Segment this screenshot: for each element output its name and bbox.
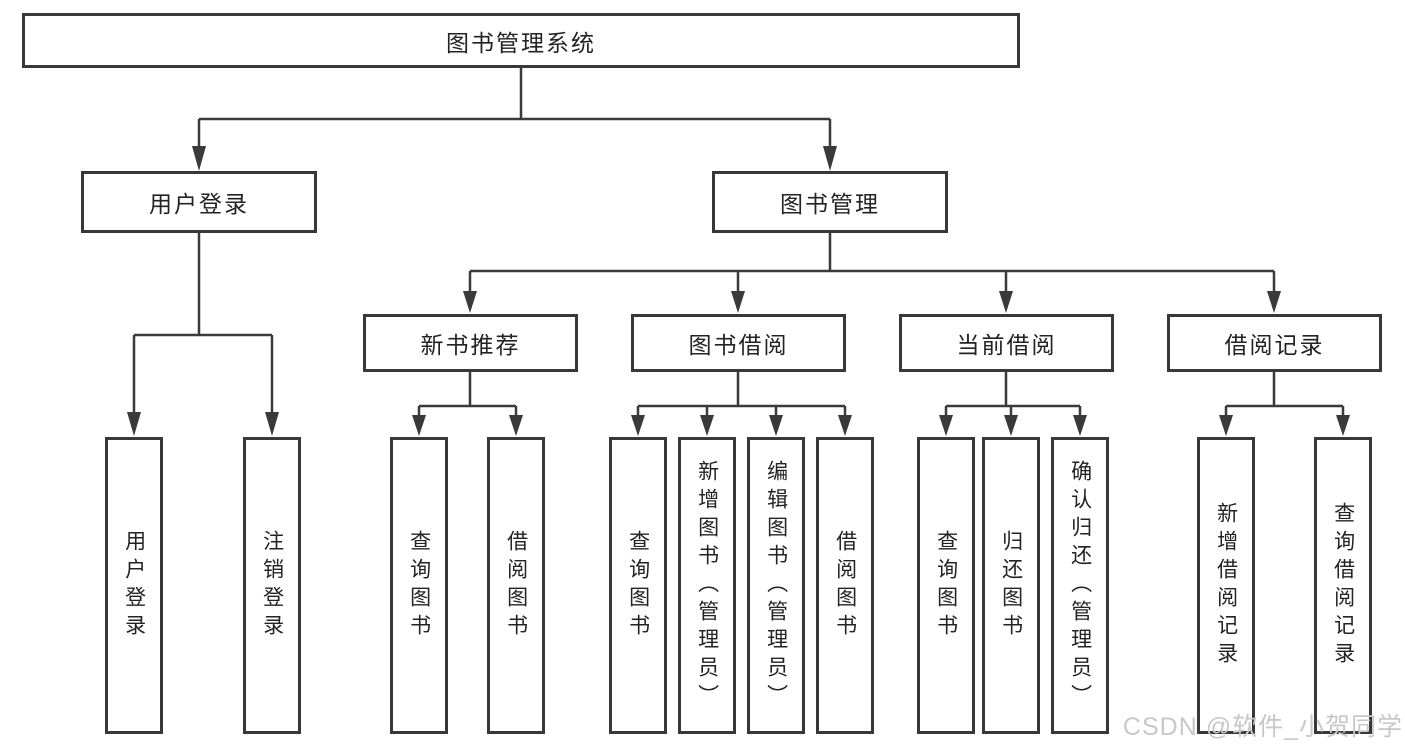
leaf-node-label: 用户登录 xyxy=(122,529,146,642)
arrowhead xyxy=(700,415,714,436)
module-node-label: 当前借阅 xyxy=(956,332,1057,358)
leaf-node-label: 借阅图书 xyxy=(504,529,528,642)
leaf-node-add-borrow-record: 新增借阅记录 xyxy=(1197,437,1255,734)
leaf-node-label: 新增借阅记录 xyxy=(1214,501,1238,670)
root-node-library-system: 图书管理系统 xyxy=(22,13,1020,68)
leaf-node-label: 查询借阅记录 xyxy=(1331,501,1355,670)
leaf-node-label: 确认归还（管理员） xyxy=(1068,459,1092,712)
leaf-node-query-borrow-record: 查询借阅记录 xyxy=(1314,437,1372,734)
arrowhead xyxy=(939,415,953,436)
module-node-current-borrowing: 当前借阅 xyxy=(899,314,1114,372)
arrowhead xyxy=(412,415,426,436)
arrowhead xyxy=(731,291,745,313)
leaf-node-borrow-books-1: 借阅图书 xyxy=(487,437,545,734)
arrowhead xyxy=(999,291,1013,313)
leaf-node-confirm-return-admin: 确认归还（管理员） xyxy=(1051,437,1109,734)
arrowhead xyxy=(838,415,852,436)
leaf-node-query-books-3: 查询图书 xyxy=(917,437,975,734)
leaf-node-label: 查询图书 xyxy=(626,529,650,642)
leaf-node-edit-books-admin: 编辑图书（管理员） xyxy=(747,437,805,734)
leaf-node-label: 编辑图书（管理员） xyxy=(764,459,788,712)
leaf-node-query-books-2: 查询图书 xyxy=(609,437,667,734)
branch-node-label: 用户登录 xyxy=(149,191,249,217)
arrowhead xyxy=(1267,291,1281,313)
leaf-node-label: 新增图书（管理员） xyxy=(695,459,719,712)
arrowhead xyxy=(1004,415,1018,436)
leaf-node-label: 归还图书 xyxy=(999,529,1023,642)
leaf-node-return-books: 归还图书 xyxy=(982,437,1040,734)
leaf-node-query-books-1: 查询图书 xyxy=(390,437,448,734)
arrowhead xyxy=(1073,415,1087,436)
arrowhead xyxy=(823,146,837,171)
module-node-label: 新书推荐 xyxy=(420,332,521,358)
module-node-borrow-records: 借阅记录 xyxy=(1167,314,1382,372)
arrowhead xyxy=(769,415,783,436)
leaf-node-logout: 注销登录 xyxy=(243,437,301,734)
arrowhead xyxy=(127,412,141,436)
arrowhead xyxy=(463,291,477,313)
connector-path xyxy=(132,68,1345,416)
leaf-node-borrow-books-2: 借阅图书 xyxy=(816,437,874,734)
arrowhead xyxy=(265,412,279,436)
module-node-book-borrowing: 图书借阅 xyxy=(631,314,846,372)
branch-node-book-management: 图书管理 xyxy=(712,171,948,233)
module-node-label: 图书借阅 xyxy=(688,332,789,358)
leaf-node-user-login: 用户登录 xyxy=(105,437,163,734)
branch-node-label: 图书管理 xyxy=(780,191,880,217)
leaf-node-label: 查询图书 xyxy=(407,529,431,642)
module-node-new-book-recommend: 新书推荐 xyxy=(363,314,578,372)
branch-node-user-login: 用户登录 xyxy=(81,171,317,233)
arrowheads xyxy=(127,146,1350,436)
leaf-node-add-books-admin: 新增图书（管理员） xyxy=(678,437,736,734)
root-node-label: 图书管理系统 xyxy=(446,29,596,56)
leaf-node-label: 借阅图书 xyxy=(833,529,857,642)
arrowhead xyxy=(1219,415,1233,436)
leaf-node-label: 注销登录 xyxy=(260,529,284,642)
leaf-node-label: 查询图书 xyxy=(934,529,958,642)
arrowhead xyxy=(509,415,523,436)
arrowhead xyxy=(192,146,206,171)
module-node-label: 借阅记录 xyxy=(1224,332,1325,358)
arrowhead xyxy=(1336,415,1350,436)
arrowhead xyxy=(631,415,645,436)
watermark: CSDN @软件_小贺同学 xyxy=(1122,713,1403,741)
